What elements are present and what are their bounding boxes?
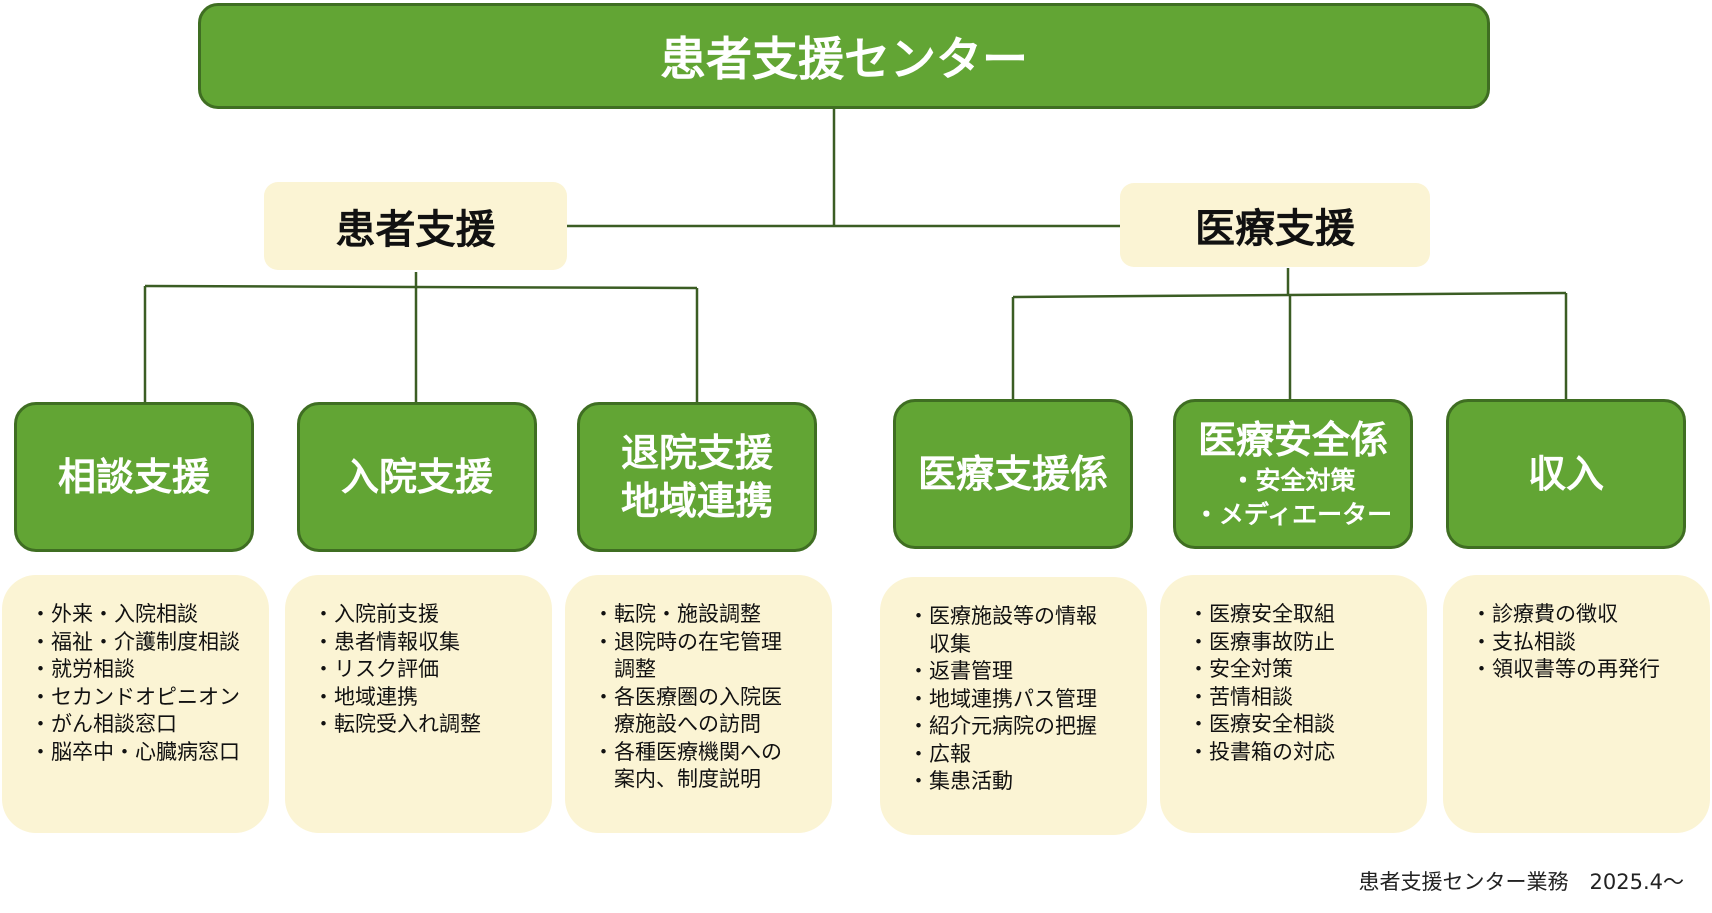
unit-medical-support-staff-label: 医療支援係 (917, 452, 1108, 496)
unit-income-label: 収入 (1527, 452, 1604, 496)
panel-income: ・診療費の徴収 ・支払相談 ・領収書等の再発行 (1443, 575, 1710, 833)
list-item: ・診療費の徴収 (1471, 602, 1618, 626)
panel-medical-safety-list: ・医療安全取組 ・医療事故防止 ・安全対策 ・苦情相談 ・医療安全相談 ・投書箱… (1188, 601, 1427, 766)
branch-patient-support: 患者支援 (264, 182, 567, 270)
branch-patient-support-label: 患者支援 (335, 207, 496, 253)
unit-medical-support-staff: 医療支援係 (893, 399, 1133, 549)
list-item: ・医療施設等の情報 (908, 604, 1097, 628)
list-item: ・セカンドオピニオン (30, 684, 240, 709)
unit-medical-safety: 医療安全係 ・安全対策 ・メディエーター (1173, 399, 1413, 549)
unit-admission: 入院支援 (297, 402, 537, 552)
panel-income-list: ・診療費の徴収 ・支払相談 ・領収書等の再発行 (1471, 601, 1710, 684)
unit-medical-safety-sub1: ・安全対策 (1230, 466, 1356, 495)
center-title: 患者支援センター (660, 32, 1028, 86)
list-item: ・紹介元病院の把握 (908, 714, 1097, 738)
list-item: ・地域連携 (313, 684, 418, 709)
list-item: ・外来・入院相談 (30, 602, 198, 626)
panel-consultation: ・外来・入院相談 ・福祉・介護制度相談 ・就労相談 ・セカンドオピニオン ・がん… (2, 575, 269, 833)
unit-discharge: 退院支援 地域連携 (577, 402, 817, 552)
panel-admission-list: ・入院前支援 ・患者情報収集 ・リスク評価 ・地域連携 ・転院受入れ調整 (313, 601, 552, 739)
list-item: 調整 (593, 657, 656, 681)
list-item: 療施設への訪問 (593, 712, 761, 736)
list-item: ・医療事故防止 (1188, 629, 1335, 654)
footer-caption: 患者支援センター業務 2025.4～ (1358, 870, 1684, 894)
list-item: ・がん相談窓口 (30, 712, 177, 736)
list-item: 案内、制度説明 (593, 767, 761, 791)
list-item: ・脳卒中・心臓病窓口 (30, 739, 240, 764)
list-item: ・リスク評価 (313, 657, 439, 681)
list-item: ・領収書等の再発行 (1471, 657, 1660, 681)
list-item: ・入院前支援 (313, 602, 439, 626)
list-item: ・広報 (908, 741, 971, 766)
unit-admission-label: 入院支援 (340, 455, 493, 499)
list-item: ・就労相談 (30, 657, 135, 681)
list-item: ・地域連携パス管理 (908, 686, 1097, 711)
branch-medical-support-label: 医療支援 (1195, 206, 1355, 252)
panel-consultation-list: ・外来・入院相談 ・福祉・介護制度相談 ・就労相談 ・セカンドオピニオン ・がん… (30, 601, 269, 766)
list-item: ・支払相談 (1471, 629, 1576, 654)
panel-medical-support-staff: ・医療施設等の情報 収集 ・返書管理 ・地域連携パス管理 ・紹介元病院の把握 ・… (880, 577, 1147, 835)
unit-medical-safety-title: 医療安全係 (1197, 418, 1388, 462)
panel-medical-safety: ・医療安全取組 ・医療事故防止 ・安全対策 ・苦情相談 ・医療安全相談 ・投書箱… (1160, 575, 1427, 833)
panel-admission: ・入院前支援 ・患者情報収集 ・リスク評価 ・地域連携 ・転院受入れ調整 (285, 575, 552, 833)
list-item: 収集 (908, 631, 971, 656)
connector-patient-bar (144, 284, 698, 290)
unit-discharge-line2: 地域連携 (620, 479, 773, 523)
list-item: ・各医療圏の入院医 (593, 684, 782, 709)
list-item: ・患者情報収集 (313, 629, 460, 654)
list-item: ・退院時の在宅管理 (593, 629, 782, 654)
panel-discharge-list: ・転院・施設調整 ・退院時の在宅管理 調整 ・各医療圏の入院医 療施設への訪問 … (593, 601, 832, 794)
list-item: ・各種医療機関への (593, 739, 782, 764)
list-item: ・転院・施設調整 (593, 602, 761, 626)
unit-consultation: 相談支援 (14, 402, 254, 552)
unit-income: 収入 (1446, 399, 1686, 549)
list-item: ・投書箱の対応 (1188, 739, 1335, 764)
list-item: ・返書管理 (908, 659, 1013, 683)
panel-discharge: ・転院・施設調整 ・退院時の在宅管理 調整 ・各医療圏の入院医 療施設への訪問 … (565, 575, 832, 833)
list-item: ・福祉・介護制度相談 (30, 629, 240, 654)
unit-discharge-line1: 退院支援 (620, 431, 773, 475)
center-title-box: 患者支援センター (198, 3, 1490, 109)
unit-consultation-label: 相談支援 (57, 455, 210, 499)
list-item: ・医療安全取組 (1188, 602, 1335, 626)
branch-medical-support: 医療支援 (1120, 183, 1430, 267)
list-item: ・医療安全相談 (1188, 712, 1335, 736)
list-item: ・集患活動 (908, 769, 1013, 793)
unit-medical-safety-sub2: ・メディエーター (1193, 500, 1393, 529)
list-item: ・安全対策 (1188, 657, 1293, 681)
panel-medical-support-staff-list: ・医療施設等の情報 収集 ・返書管理 ・地域連携パス管理 ・紹介元病院の把握 ・… (908, 603, 1147, 796)
list-item: ・苦情相談 (1188, 684, 1293, 709)
list-item: ・転院受入れ調整 (313, 712, 481, 736)
